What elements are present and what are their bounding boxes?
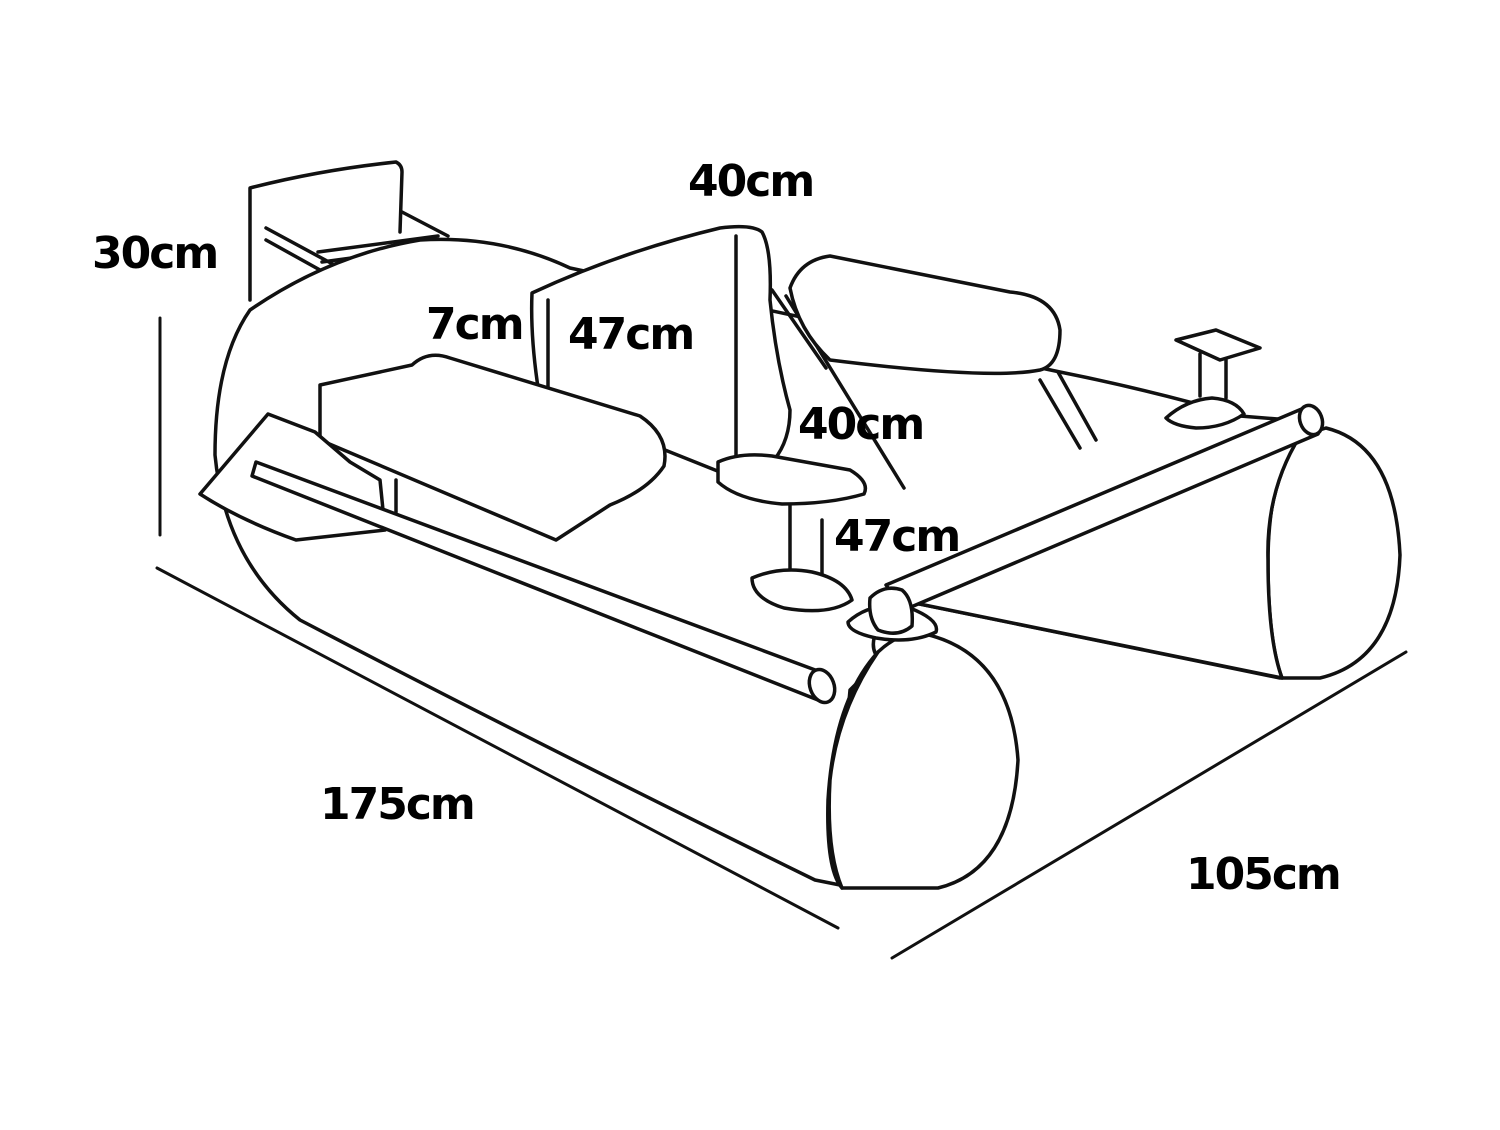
front-apron xyxy=(318,353,667,542)
rod-holder xyxy=(1164,328,1262,430)
left-rod xyxy=(250,460,837,705)
length-dimension-line xyxy=(155,566,840,930)
left-pontoon xyxy=(826,630,1020,890)
length-label: 175cm xyxy=(320,779,476,830)
backrest-depth-label: 47cm xyxy=(568,309,695,360)
cushion-thickness-label: 7cm xyxy=(426,299,525,350)
front-rod xyxy=(846,403,1325,642)
backrest-height-label: 30cm xyxy=(92,228,219,279)
seat-depth-label: 47cm xyxy=(834,511,961,562)
rear-cushion xyxy=(788,254,1098,450)
backrest-width-label: 40cm xyxy=(688,156,815,207)
seat-width-label: 40cm xyxy=(798,399,925,450)
seat-cushion xyxy=(716,453,868,613)
width-label: 105cm xyxy=(1186,849,1342,900)
width-dimension-line xyxy=(890,650,1408,960)
